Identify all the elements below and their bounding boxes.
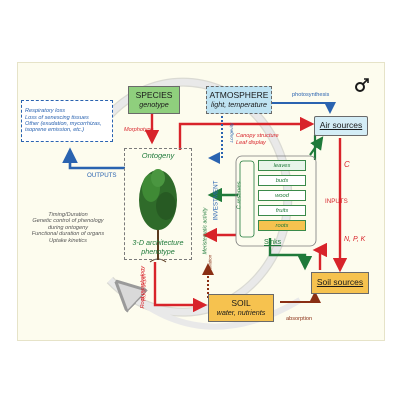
atmosphere-box: ATMOSPHERE light, temperature xyxy=(206,86,272,114)
inputs-label: INPUTS xyxy=(325,198,348,205)
male-symbol-icon xyxy=(355,82,365,92)
tree-illustration xyxy=(139,169,177,263)
soil-title: SOIL xyxy=(231,298,251,309)
atmosphere-title: ATMOSPHERE xyxy=(209,90,269,101)
c-reserves-label: C reserves xyxy=(236,181,243,210)
outputs-label: OUTPUTS xyxy=(87,172,117,179)
outputs-line-2: Loss of senescing tissues xyxy=(25,114,89,121)
meristematic-label: Meristematic activity xyxy=(202,207,209,255)
ontogeny-caption-1: 3-D architecture xyxy=(132,238,184,248)
soil-sources-box: Soil sources xyxy=(311,272,369,294)
ontogeny-box: Ontogeny 3-D architecture phenotype xyxy=(124,148,192,260)
species-title: SPECIES xyxy=(135,90,173,101)
sinks-title: Sinks xyxy=(264,239,282,246)
timing-line-4: Functional duration of organs xyxy=(31,231,105,238)
activation-label: Activation xyxy=(207,254,213,275)
timing-line-5: Uptake kinetics xyxy=(49,237,87,244)
outputs-line-4: isoprene emission, etc.) xyxy=(25,127,85,134)
air-sources-box: Air sources xyxy=(314,116,368,136)
sink-buds: buds xyxy=(258,175,306,186)
air-sources-title: Air sources xyxy=(319,120,363,131)
outputs-box: Respiratory loss Loss of senescing tissu… xyxy=(21,100,113,142)
c-label: C xyxy=(344,160,350,169)
timing-line-2: Genetic control of phenology xyxy=(32,218,104,225)
ontogeny-title: Ontogeny xyxy=(141,151,175,160)
soil-sources-title: Soil sources xyxy=(316,277,364,288)
investment-label: INVESTMENT xyxy=(212,180,220,221)
root-label-2: Root depth xyxy=(141,273,148,301)
sink-wood: wood xyxy=(258,190,306,201)
timing-line-3: during ontogeny xyxy=(47,224,89,231)
sink-fruits: fruits xyxy=(258,205,306,216)
species-box: SPECIES genotype xyxy=(128,86,180,114)
soil-subtitle: water, nutrients xyxy=(216,307,266,317)
ontogeny-caption-2: phenotype xyxy=(141,246,175,256)
sink-leaves: leaves xyxy=(258,160,306,171)
timing-line-1: Timing/Duration xyxy=(48,212,88,218)
canopy-label-2: Leaf display xyxy=(236,140,266,146)
outputs-line-1: Respiratory loss xyxy=(25,108,66,115)
longevity-label: Longevity xyxy=(229,122,235,143)
outputs-line-3: Other (exudation, mycorrhizas, xyxy=(25,121,102,127)
sinks-region xyxy=(235,155,317,247)
atmosphere-subtitle: light, temperature xyxy=(211,99,267,109)
npk-label: N, P, K xyxy=(344,236,366,243)
species-subtitle: genotype xyxy=(139,99,169,109)
photosynthesis-label: photosynthesis xyxy=(292,92,330,98)
canopy-label-1: Canopy structure xyxy=(236,133,279,139)
timing-block: Timing/Duration Genetic control of pheno… xyxy=(22,212,114,244)
sink-roots: roots xyxy=(258,220,306,231)
soil-box: SOIL water, nutrients xyxy=(208,294,274,322)
morphotype-label: Morphotype xyxy=(124,127,154,133)
absorption-label: absorption xyxy=(286,316,313,322)
